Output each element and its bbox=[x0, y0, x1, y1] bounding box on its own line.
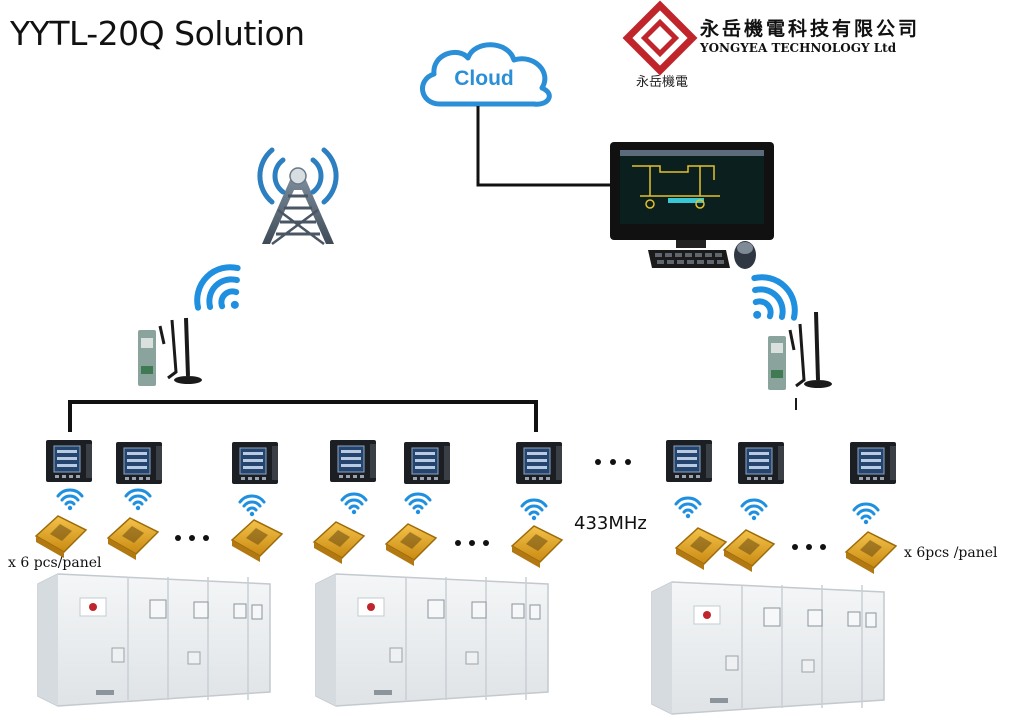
power-meter bbox=[666, 440, 712, 482]
cloud-icon bbox=[420, 42, 552, 107]
power-meter-row bbox=[46, 440, 896, 484]
switchgear-cabinet bbox=[651, 581, 885, 715]
wifi-icon bbox=[520, 498, 548, 521]
temperature-sensor bbox=[510, 525, 564, 568]
switchgear-row bbox=[37, 573, 885, 715]
cloud-label: Cloud bbox=[454, 67, 514, 90]
logo-caption: 永岳機電 bbox=[636, 75, 689, 90]
power-meter bbox=[46, 440, 92, 482]
computer-monitor bbox=[610, 142, 774, 248]
wifi-icon bbox=[340, 492, 368, 515]
wifi-icon bbox=[194, 264, 241, 311]
power-meter bbox=[330, 440, 376, 482]
page-title: YYTL-20Q Solution bbox=[10, 14, 305, 53]
wifi-icon bbox=[740, 498, 768, 521]
temperature-sensor bbox=[34, 515, 88, 558]
wifi-icon bbox=[751, 274, 798, 321]
quantity-label-right: x 6pcs /panel bbox=[904, 545, 998, 561]
power-meter bbox=[738, 442, 784, 484]
frequency-label: 433MHz bbox=[574, 513, 647, 534]
quantity-label-left: x 6 pcs/panel bbox=[8, 555, 102, 571]
wireless-gateway-right bbox=[768, 311, 832, 410]
temperature-sensor bbox=[312, 521, 366, 564]
power-meter bbox=[404, 442, 450, 484]
power-meter bbox=[850, 442, 896, 484]
radio-tower-icon bbox=[257, 147, 339, 246]
company-logo bbox=[622, 0, 698, 76]
temperature-sensor bbox=[722, 529, 776, 572]
temperature-sensor bbox=[106, 517, 160, 560]
power-meter bbox=[116, 442, 162, 484]
temperature-sensor bbox=[674, 527, 728, 570]
wifi-icon bbox=[124, 488, 152, 511]
temperature-sensor bbox=[384, 523, 438, 566]
temperature-sensor-row bbox=[34, 488, 898, 574]
wifi-icon bbox=[852, 502, 880, 525]
ellipsis-dots bbox=[175, 459, 826, 550]
temperature-sensor bbox=[230, 519, 284, 562]
mouse-icon bbox=[734, 241, 756, 269]
wifi-icon bbox=[404, 492, 432, 515]
power-meter bbox=[516, 442, 562, 484]
keyboard-icon bbox=[648, 250, 730, 268]
switchgear-cabinet bbox=[315, 573, 549, 707]
wifi-icon bbox=[238, 494, 266, 517]
company-name-cn: 永岳機電科技有限公司 bbox=[700, 18, 921, 40]
temperature-sensor bbox=[844, 531, 898, 574]
power-meter bbox=[232, 442, 278, 484]
wifi-icon bbox=[674, 496, 702, 519]
rs485-bus-line bbox=[68, 400, 538, 432]
company-name-en: YONGYEA TECHNOLOGY Ltd bbox=[700, 41, 897, 55]
switchgear-cabinet bbox=[37, 573, 271, 707]
wireless-gateway-left bbox=[138, 317, 202, 386]
cloud-link-line bbox=[476, 106, 612, 187]
wifi-icon bbox=[56, 488, 84, 511]
